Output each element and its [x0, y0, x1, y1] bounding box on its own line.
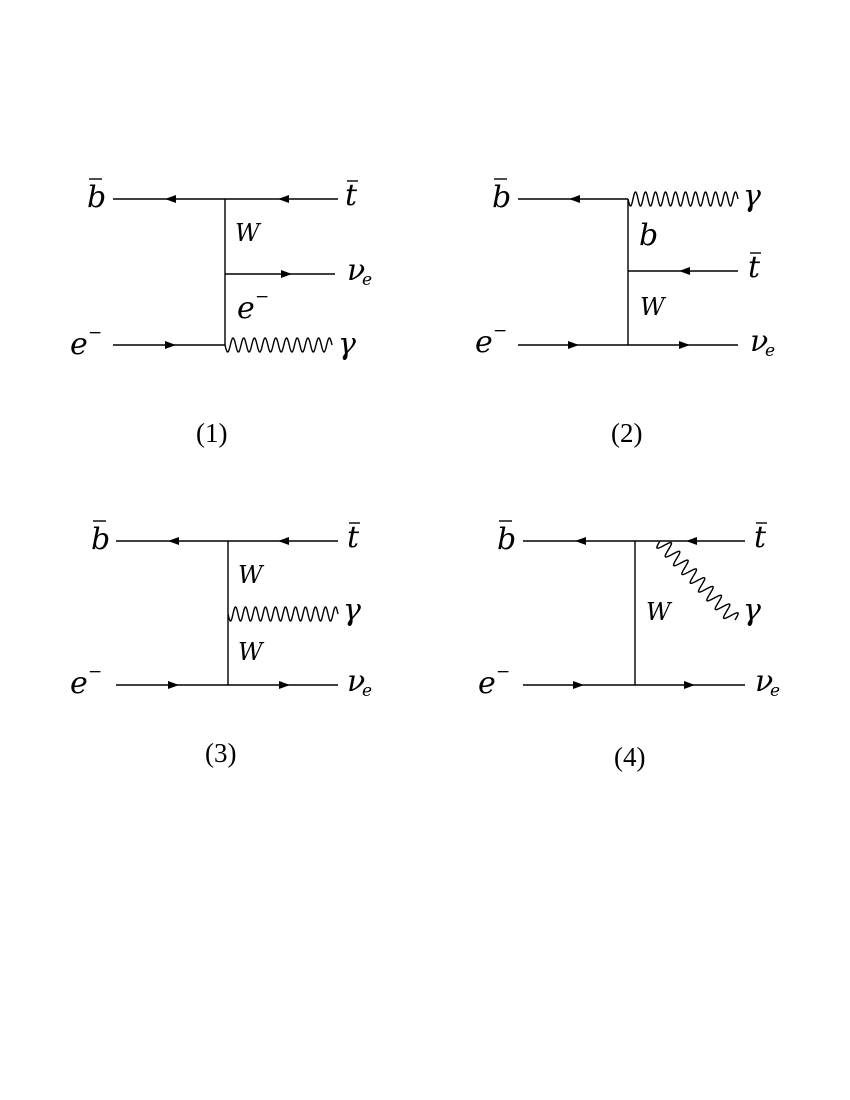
label-nu: ν	[347, 253, 365, 288]
label-tbar: t	[345, 178, 358, 213]
photon-wave	[656, 540, 739, 621]
photon-wave	[224, 337, 333, 353]
label-nu-sub: e	[362, 681, 372, 701]
label-gamma: γ	[338, 327, 356, 362]
arrow-right-nu	[279, 681, 290, 689]
diagram-4: b t W γ e − ν e (4)	[478, 520, 780, 772]
label-e: e	[478, 666, 496, 701]
caption-2: (2)	[611, 418, 642, 448]
label-e-minus: −	[88, 662, 102, 682]
caption-1: (1)	[196, 418, 227, 448]
label-e-minus: −	[493, 321, 507, 341]
label-e-minus: −	[496, 662, 510, 682]
label-nu: ν	[755, 664, 773, 699]
arrow-left-b	[569, 195, 580, 203]
label-tbar: t	[754, 520, 767, 555]
arrow-left-b	[575, 537, 586, 545]
label-nu-sub: e	[362, 270, 372, 290]
label-W: W	[235, 219, 262, 247]
photon-wave	[627, 191, 739, 207]
arrow-right-nu	[679, 341, 690, 349]
arrow-right-e	[165, 341, 176, 349]
label-e-internal-minus: −	[255, 287, 269, 307]
label-bbar: b	[87, 180, 106, 215]
diagram-1: b t W ν e e − e − γ (1)	[70, 178, 372, 448]
label-e: e	[70, 666, 88, 701]
label-e-internal: e	[237, 291, 255, 326]
label-nu: ν	[750, 324, 768, 359]
label-bbar: b	[497, 522, 516, 557]
label-W-upper: W	[238, 561, 265, 589]
arrow-right-e	[168, 681, 179, 689]
label-gamma: γ	[743, 179, 761, 214]
label-tbar: t	[347, 520, 360, 555]
arrow-right-nu	[281, 270, 292, 278]
label-gamma: γ	[743, 593, 761, 628]
arrow-left-t	[278, 537, 289, 545]
diagram-2: b γ b t W e − ν e (2)	[475, 178, 775, 448]
label-W: W	[646, 598, 673, 626]
label-bbar: b	[91, 522, 110, 557]
caption-4: (4)	[614, 742, 645, 772]
label-W: W	[640, 293, 667, 321]
arrow-right-e	[568, 341, 579, 349]
label-W-lower: W	[238, 638, 265, 666]
arrow-left-b	[168, 537, 179, 545]
label-e-minus: −	[88, 323, 102, 343]
arrow-left-t	[686, 537, 697, 545]
arrow-left-t	[278, 195, 289, 203]
label-nu: ν	[347, 664, 365, 699]
arrow-left-b	[165, 195, 176, 203]
caption-3: (3)	[205, 738, 236, 768]
label-nu-sub: e	[765, 341, 775, 361]
arrow-right-nu	[684, 681, 695, 689]
label-tbar: t	[748, 250, 761, 285]
label-e: e	[475, 325, 493, 360]
label-e: e	[70, 327, 88, 362]
diagram-3: b t W γ W e − ν e (3)	[70, 520, 372, 768]
arrow-left-t	[679, 267, 690, 275]
label-gamma: γ	[343, 593, 361, 628]
arrow-right-e	[573, 681, 584, 689]
label-b-internal: b	[639, 218, 658, 253]
photon-wave	[227, 606, 339, 622]
label-bbar: b	[492, 180, 511, 215]
label-nu-sub: e	[770, 681, 780, 701]
